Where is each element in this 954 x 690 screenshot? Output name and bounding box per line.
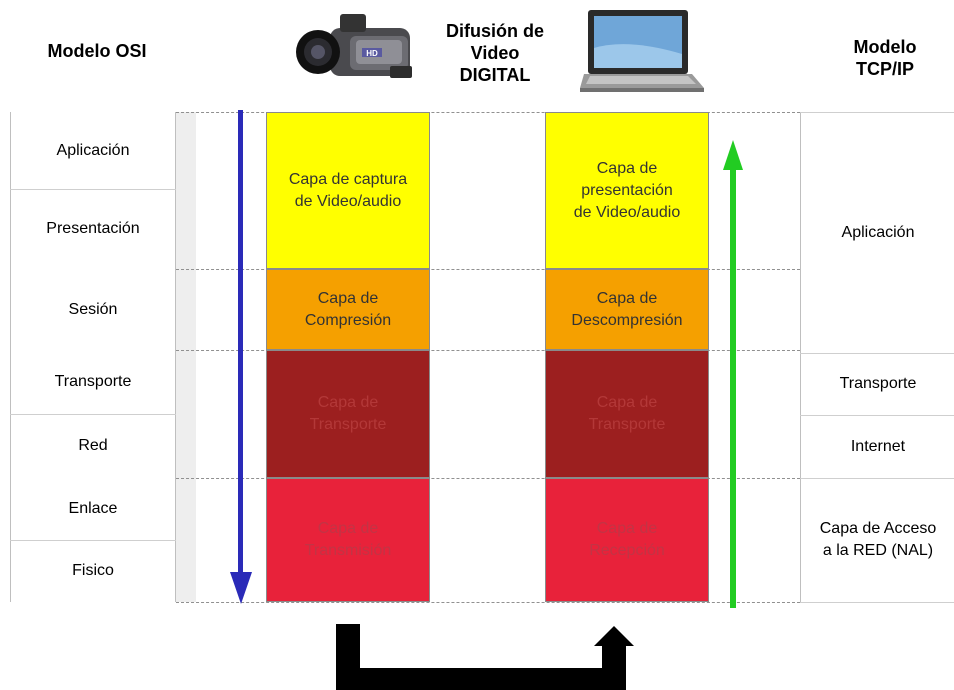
receiver-presentation-label-line1: Capa de bbox=[596, 159, 658, 177]
up-arrow-icon bbox=[723, 140, 743, 608]
down-arrow-icon bbox=[230, 110, 252, 604]
receiver-reception-label-line1: Capa de bbox=[596, 520, 658, 537]
tcp-model-title-line2: TCP/IP bbox=[855, 59, 914, 79]
tcp-model-title: Modelo TCP/IP bbox=[830, 36, 940, 80]
tcp-layer-network-access: Capa de Acceso a la RED (NAL) bbox=[800, 478, 954, 602]
osi-separator bbox=[10, 540, 176, 541]
guide-line-transport bbox=[176, 350, 800, 351]
tcp-separator bbox=[800, 602, 954, 603]
receiver-decompression-layer: Capa de Descompresión bbox=[545, 269, 709, 350]
tcp-network-access-line1: Capa de Acceso bbox=[819, 520, 937, 537]
guide-line-session bbox=[176, 269, 800, 270]
digital-video-title-line3: DIGITAL bbox=[459, 65, 531, 85]
sender-compression-label-line1: Capa de bbox=[317, 289, 379, 307]
receiver-decompression-label-line1: Capa de bbox=[596, 289, 658, 307]
receiver-presentation-label-line3: de Video/audio bbox=[573, 203, 681, 221]
osi-layer-transporte: Transporte bbox=[10, 350, 176, 414]
sender-transport-layer: Capa de Transporte bbox=[266, 350, 430, 478]
receiver-presentation-label-line2: presentación bbox=[581, 181, 673, 199]
osi-column-shade bbox=[176, 112, 196, 602]
tcp-separator bbox=[800, 415, 954, 416]
tcp-model-title-line1: Modelo bbox=[853, 37, 917, 57]
tcp-layer-internet: Internet bbox=[800, 415, 954, 478]
sender-compression-layer: Capa de Compresión bbox=[266, 269, 430, 350]
digital-video-title: Difusión de Video DIGITAL bbox=[420, 20, 570, 86]
osi-separator bbox=[10, 414, 176, 415]
tcp-layer-aplicacion: Aplicación bbox=[800, 112, 954, 353]
sender-compression-label-line2: Compresión bbox=[304, 311, 392, 329]
tcp-separator bbox=[800, 478, 954, 479]
receiver-reception-layer: Capa de Recepción bbox=[545, 478, 709, 602]
sender-transport-label-line1: Capa de bbox=[317, 394, 379, 411]
osi-layer-aplicacion: Aplicación bbox=[10, 112, 176, 189]
receiver-transport-label-line1: Capa de bbox=[596, 394, 658, 411]
osi-model-title: Modelo OSI bbox=[47, 41, 147, 61]
osi-layer-sesion: Sesión bbox=[10, 269, 176, 350]
connector-u-arrow bbox=[336, 624, 634, 690]
guide-line-top bbox=[176, 112, 800, 113]
digital-video-title-line1: Difusión de bbox=[446, 21, 544, 41]
osi-separator bbox=[10, 189, 176, 190]
hd-badge: HD bbox=[366, 49, 378, 58]
tcp-separator bbox=[800, 353, 954, 354]
tcp-network-access-line2: a la RED (NAL) bbox=[822, 542, 934, 559]
receiver-decompression-label-line2: Descompresión bbox=[571, 311, 683, 329]
osi-layer-fisico: Fisico bbox=[10, 540, 176, 602]
receiver-reception-label-line2: Recepción bbox=[589, 542, 665, 559]
guide-line-bottom bbox=[176, 602, 800, 603]
sender-transport-label-line2: Transporte bbox=[309, 416, 387, 433]
osi-layer-enlace: Enlace bbox=[10, 478, 176, 540]
sender-capture-label-line2: de Video/audio bbox=[294, 192, 402, 210]
sender-transmission-layer: Capa de Transmisión bbox=[266, 478, 430, 602]
guide-line-link bbox=[176, 478, 800, 479]
camcorder-icon: HD bbox=[296, 14, 412, 78]
sender-transmission-label-line2: Transmisión bbox=[304, 542, 392, 559]
sender-capture-layer: Capa de captura de Video/audio bbox=[266, 112, 430, 269]
tcp-layer-transporte: Transporte bbox=[800, 353, 954, 415]
osi-layer-red: Red bbox=[10, 414, 176, 478]
receiver-transport-label-line2: Transporte bbox=[588, 416, 666, 433]
tcp-separator bbox=[800, 112, 954, 113]
sender-transmission-label-line1: Capa de bbox=[317, 520, 379, 537]
osi-layer-presentacion: Presentación bbox=[10, 189, 176, 269]
receiver-presentation-layer: Capa de presentación de Video/audio bbox=[545, 112, 709, 269]
digital-video-title-line2: Video bbox=[470, 43, 520, 63]
receiver-transport-layer: Capa de Transporte bbox=[545, 350, 709, 478]
sender-capture-label-line1: Capa de captura bbox=[288, 170, 408, 188]
laptop-icon bbox=[580, 10, 704, 92]
